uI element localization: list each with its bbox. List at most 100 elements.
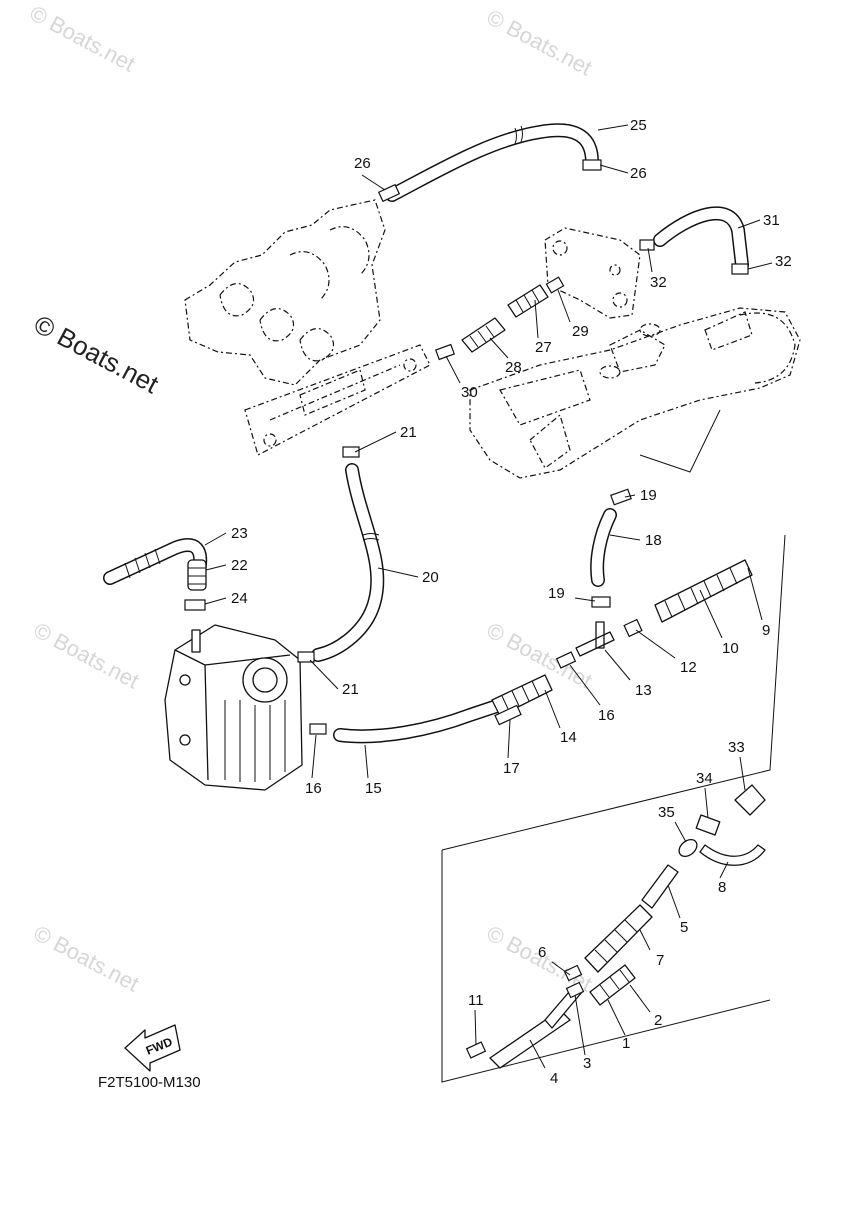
watermark: © Boats.net	[483, 4, 597, 80]
corrugated-hoses	[103, 284, 753, 1006]
callout-leader	[667, 884, 681, 919]
callout-leader	[205, 564, 227, 571]
tee-joint-13	[575, 621, 615, 657]
fwd-arrow: FWD	[124, 1024, 181, 1072]
callout-leader	[204, 597, 227, 605]
callout-number: 14	[560, 729, 577, 746]
intake-manifold	[469, 307, 801, 479]
break-mark	[514, 125, 523, 145]
fittings	[184, 159, 766, 1069]
callout-leader	[699, 589, 723, 639]
callout-number: 8	[718, 879, 726, 896]
watermark-layer: © Boats.net © Boats.net © Boats.net © Bo…	[26, 0, 597, 996]
clamp-21-top	[342, 446, 360, 458]
callout-leader	[747, 567, 763, 621]
callout-leader	[737, 219, 761, 229]
callout-number: 11	[468, 992, 484, 1009]
callout-number: 10	[722, 640, 739, 657]
callout-number: 16	[305, 780, 322, 797]
callout-number: 27	[535, 339, 552, 356]
callout-number: 24	[231, 590, 248, 607]
callout-leader	[635, 629, 676, 659]
exhaust-manifold	[184, 199, 431, 456]
callout-leader	[629, 984, 651, 1013]
callout-leader	[674, 821, 687, 843]
callout-number: 5	[680, 919, 688, 936]
callout-number: 12	[680, 659, 697, 676]
break-mark	[362, 533, 380, 541]
callout-number: 6	[538, 944, 546, 961]
callout-number: 16	[598, 707, 615, 724]
hose-27	[507, 284, 549, 318]
callout-number: 33	[728, 739, 745, 756]
callout-leader	[529, 1039, 546, 1069]
callout-number: 35	[658, 804, 675, 821]
callout-number: 21	[342, 681, 359, 698]
connector-5	[641, 864, 679, 909]
callout-number: 31	[763, 212, 780, 229]
nut-34	[695, 814, 721, 836]
hose-28	[461, 317, 506, 353]
clamp-3	[565, 981, 585, 999]
callout-leader	[739, 756, 746, 791]
clamp-11	[465, 1041, 487, 1059]
callout-leader	[747, 262, 773, 270]
callout-leader	[607, 999, 626, 1036]
clamp-21-bottom	[297, 651, 315, 663]
callout-number: 4	[550, 1070, 558, 1087]
callout-number: 22	[231, 557, 248, 574]
callout-number: 32	[650, 274, 667, 291]
callout-leader	[534, 299, 539, 339]
clamp-16-right	[555, 651, 577, 669]
clamp-26-left	[377, 183, 401, 203]
watermark: © Boats.net	[26, 0, 140, 76]
callout-number: 13	[635, 682, 652, 699]
callout-leader	[551, 961, 571, 976]
hose-10	[654, 559, 753, 623]
callout-leader	[574, 994, 586, 1056]
bracket-plate	[544, 227, 641, 319]
callout-leader	[309, 659, 339, 690]
callout-leader	[544, 689, 561, 729]
callout-leader	[719, 861, 729, 879]
callout-number: 30	[461, 384, 478, 401]
callout-leader	[474, 1009, 477, 1046]
callout-number: 23	[231, 525, 248, 542]
washer-35	[678, 838, 698, 858]
watermark: © Boats.net	[30, 617, 144, 693]
clamp-29	[545, 276, 565, 294]
callout-leader	[445, 355, 461, 384]
hose-14	[491, 674, 553, 717]
callout-number: 7	[656, 952, 664, 969]
callout-leader	[507, 719, 511, 759]
callout-leader	[361, 174, 386, 191]
callout-number: 32	[775, 253, 792, 270]
callout-number: 20	[422, 569, 439, 586]
callout-leader	[377, 567, 419, 578]
callout-leader	[704, 787, 709, 819]
callout-number: 34	[696, 770, 713, 787]
callout-number: 1	[622, 1035, 630, 1052]
callout-number: 9	[762, 622, 770, 639]
callout-leader	[557, 289, 571, 323]
clamp-19-bottom	[591, 596, 611, 608]
callout-number: 17	[503, 760, 520, 777]
callout-number: 19	[640, 487, 657, 504]
callout-number: 26	[354, 155, 371, 172]
callout-leader	[609, 534, 641, 541]
pipe-8	[699, 844, 766, 866]
callout-number: 26	[630, 165, 647, 182]
callout-leader	[574, 597, 596, 602]
vapor-separator	[164, 624, 303, 791]
clamp-6	[563, 964, 583, 982]
callout-number: 3	[583, 1055, 591, 1072]
callout-leader	[624, 494, 636, 498]
hose-2	[589, 964, 636, 1006]
callout-leader	[489, 337, 509, 359]
group-frame-upper	[639, 409, 721, 473]
callout-leader	[354, 431, 397, 453]
clamp-26-right	[582, 159, 602, 171]
callout-leader	[569, 664, 601, 706]
